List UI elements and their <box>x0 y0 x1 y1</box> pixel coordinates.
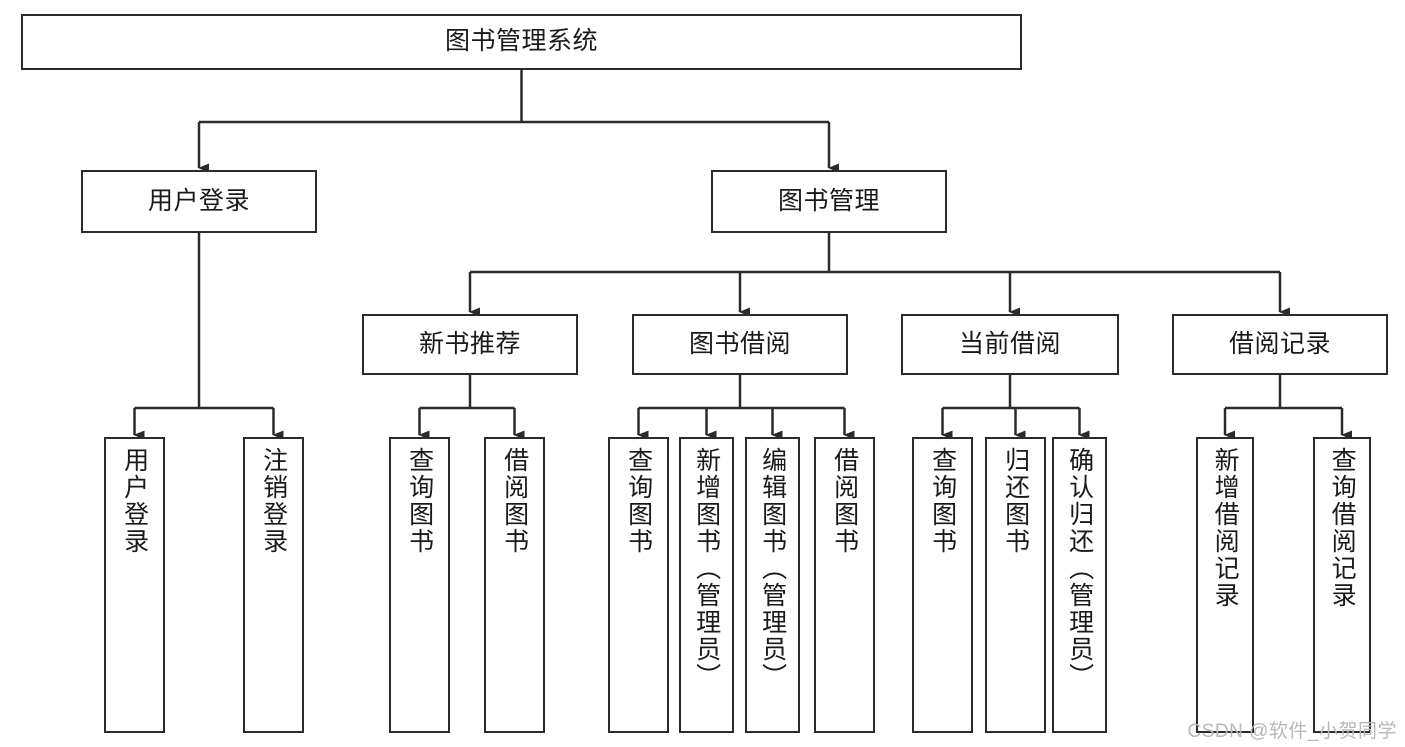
node-label: 新增借阅记录 <box>1211 447 1240 609</box>
node-leaf-user-login[interactable]: 用户登录 <box>104 437 165 733</box>
node-label: 借阅图书 <box>500 447 529 555</box>
node-leaf-edit-book[interactable]: 编辑图书（管理员） <box>745 437 800 733</box>
node-leaf-add-book[interactable]: 新增图书（管理员） <box>679 437 734 733</box>
node-label: 当前借阅 <box>958 329 1061 358</box>
node-l3-borrow-record[interactable]: 借阅记录 <box>1172 314 1388 375</box>
node-label: 归还图书 <box>1001 447 1030 555</box>
node-label: 编辑图书（管理员） <box>758 447 787 690</box>
node-label: 图书管理系统 <box>444 27 598 56</box>
node-leaf-query-book-b[interactable]: 查询图书 <box>608 437 669 733</box>
node-l3-new-book-rec[interactable]: 新书推荐 <box>362 314 578 375</box>
node-label: 查询借阅记录 <box>1328 447 1357 609</box>
node-l2-user-login[interactable]: 用户登录 <box>81 170 317 233</box>
node-label: 新书推荐 <box>418 329 521 358</box>
node-leaf-query-book-a[interactable]: 查询图书 <box>389 437 450 733</box>
node-l3-book-borrow[interactable]: 图书借阅 <box>632 314 848 375</box>
node-leaf-add-record[interactable]: 新增借阅记录 <box>1196 437 1254 733</box>
node-leaf-query-record[interactable]: 查询借阅记录 <box>1313 437 1371 733</box>
node-label: 图书借阅 <box>688 329 791 358</box>
node-leaf-borrow-book-b[interactable]: 借阅图书 <box>814 437 875 733</box>
node-root[interactable]: 图书管理系统 <box>21 14 1022 70</box>
node-label: 注销登录 <box>259 447 288 555</box>
node-leaf-confirm-return[interactable]: 确认归还（管理员） <box>1052 437 1107 733</box>
node-l3-current-borrow[interactable]: 当前借阅 <box>901 314 1119 375</box>
node-label: 图书管理 <box>777 186 880 215</box>
node-label: 新增图书（管理员） <box>692 447 721 690</box>
node-label: 查询图书 <box>928 447 957 555</box>
node-leaf-user-logout[interactable]: 注销登录 <box>243 437 304 733</box>
node-leaf-query-book-c[interactable]: 查询图书 <box>912 437 973 733</box>
node-label: 确认归还（管理员） <box>1065 447 1094 690</box>
node-label: 借阅图书 <box>830 447 859 555</box>
edges <box>133 70 1352 440</box>
node-label: 查询图书 <box>405 447 434 555</box>
node-leaf-borrow-book-a[interactable]: 借阅图书 <box>484 437 545 733</box>
node-label: 用户登录 <box>147 186 250 215</box>
node-label: 借阅记录 <box>1228 329 1331 358</box>
node-l2-book-mgmt[interactable]: 图书管理 <box>711 170 947 233</box>
node-label: 查询图书 <box>624 447 653 555</box>
node-leaf-return-book[interactable]: 归还图书 <box>985 437 1046 733</box>
node-label: 用户登录 <box>120 447 149 555</box>
